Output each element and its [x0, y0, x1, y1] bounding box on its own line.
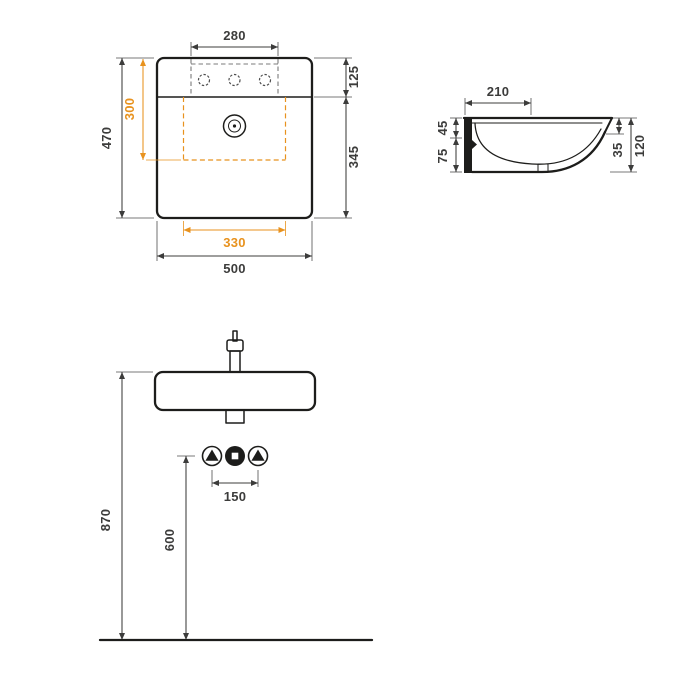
drain-symbol — [222, 114, 247, 138]
faucet — [226, 330, 244, 373]
front-view: 150 870 600 — [98, 330, 374, 642]
dimension-870: 870 — [98, 371, 153, 640]
bowl-inner-curve — [474, 122, 602, 165]
supply-symbol-right — [247, 445, 269, 467]
dimension-150: 150 — [211, 470, 259, 504]
dimension-330: 330 — [183, 221, 286, 250]
dim-label-150: 150 — [224, 489, 247, 504]
side-view: 210 45 75 35 — [435, 84, 647, 174]
dim-label-330: 330 — [223, 235, 246, 250]
dimension-210: 210 — [464, 84, 532, 115]
waste-outlet — [225, 409, 245, 424]
dimension-280: 280 — [190, 28, 279, 56]
top-view: 280 470 300 125 345 330 — [99, 28, 361, 276]
dim-label-45: 45 — [435, 120, 450, 135]
dimension-345: 345 — [314, 97, 361, 219]
dimension-75: 75 — [435, 138, 462, 173]
dim-label-870: 870 — [98, 509, 113, 532]
dimension-120: 120 — [610, 117, 647, 173]
tap-deck-dashed-outline — [190, 59, 279, 96]
tap-holes — [197, 73, 272, 87]
dim-label-300: 300 — [122, 98, 137, 121]
dimension-500: 500 — [156, 221, 313, 276]
dim-label-35: 35 — [610, 142, 625, 157]
dim-label-600: 600 — [162, 529, 177, 552]
dim-label-470: 470 — [99, 127, 114, 150]
sink-rim-outline — [155, 56, 314, 220]
dim-label-280: 280 — [223, 28, 246, 43]
dimension-470: 470 — [99, 57, 154, 219]
sink-front-outline — [153, 370, 317, 412]
dim-label-500: 500 — [223, 261, 246, 276]
wall-bracket — [464, 117, 477, 173]
dim-label-345: 345 — [346, 146, 361, 169]
dim-label-120: 120 — [632, 135, 647, 158]
dimension-125: 125 — [314, 57, 361, 98]
front-edge — [604, 117, 613, 133]
supply-symbol-left — [201, 445, 223, 467]
dim-label-75: 75 — [435, 148, 450, 163]
basin-section — [462, 116, 614, 174]
dimension-35: 35 — [606, 118, 625, 158]
dim-label-125: 125 — [346, 66, 361, 89]
dimension-300: 300 — [122, 59, 181, 161]
waste-symbol — [225, 446, 245, 466]
dimension-600: 600 — [162, 455, 195, 640]
dimension-45: 45 — [435, 117, 462, 139]
waste-detail — [537, 163, 549, 173]
dim-label-210: 210 — [487, 84, 510, 99]
basin-dashed-outline — [182, 97, 287, 161]
